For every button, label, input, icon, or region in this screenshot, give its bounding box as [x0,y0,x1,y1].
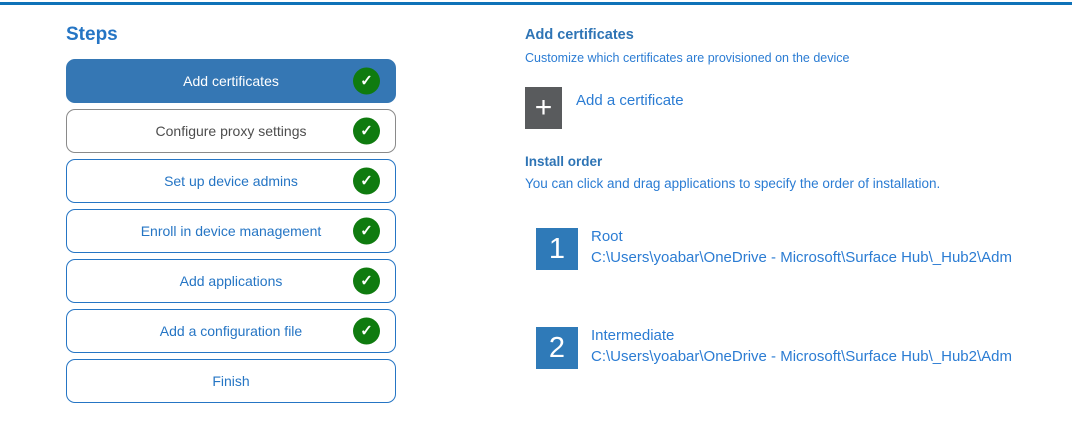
install-order-item-intermediate[interactable]: 2 Intermediate C:\Users\yoabar\OneDrive … [536,327,1012,369]
step-label: Add applications [179,273,283,289]
steps-list: Add certificates ✓ Configure proxy setti… [66,59,396,403]
certificate-name: Root [591,228,623,245]
step-add-a-configuration-file[interactable]: Add a configuration file ✓ [66,309,396,353]
accent-divider [0,2,1072,5]
checkmark-icon: ✓ [353,167,380,195]
checkmark-icon: ✓ [353,217,380,245]
step-finish[interactable]: Finish [66,359,396,403]
step-label: Set up device admins [164,173,298,189]
checkmark-icon: ✓ [353,267,380,295]
step-add-certificates[interactable]: Add certificates ✓ [66,59,396,103]
install-order-heading: Install order [525,154,603,169]
step-add-applications[interactable]: Add applications ✓ [66,259,396,303]
steps-heading: Steps [66,24,118,45]
step-label: Add certificates [183,73,279,89]
checkmark-icon: ✓ [353,67,380,95]
steps-sidebar: Steps Add certificates ✓ Configure proxy… [66,24,396,403]
step-enroll-in-device-management[interactable]: Enroll in device management ✓ [66,209,396,253]
install-order-description: You can click and drag applications to s… [525,176,941,191]
order-number-badge: 1 [536,228,578,270]
plus-icon: + [525,87,562,129]
step-label: Configure proxy settings [155,123,307,139]
certificate-path: C:\Users\yoabar\OneDrive - Microsoft\Sur… [591,348,1012,365]
certificate-name: Intermediate [591,327,675,344]
step-configure-proxy-settings[interactable]: Configure proxy settings ✓ [66,109,396,153]
add-certificate-button[interactable]: + Add a certificate [525,87,684,129]
certificate-path: C:\Users\yoabar\OneDrive - Microsoft\Sur… [591,249,1012,266]
step-label: Add a configuration file [159,323,303,339]
step-label: Enroll in device management [140,223,322,239]
step-set-up-device-admins[interactable]: Set up device admins ✓ [66,159,396,203]
add-certificate-label: Add a certificate [576,92,684,109]
panel-subtitle: Customize which certificates are provisi… [525,51,850,65]
checkmark-icon: ✓ [353,317,380,345]
panel-title: Add certificates [525,27,634,43]
install-item-text: Root C:\Users\yoabar\OneDrive - Microsof… [591,226,1012,268]
install-order-item-root[interactable]: 1 Root C:\Users\yoabar\OneDrive - Micros… [536,228,1012,270]
order-number-badge: 2 [536,327,578,369]
step-label: Finish [212,373,250,389]
checkmark-icon: ✓ [353,117,380,145]
install-item-text: Intermediate C:\Users\yoabar\OneDrive - … [591,325,1012,367]
